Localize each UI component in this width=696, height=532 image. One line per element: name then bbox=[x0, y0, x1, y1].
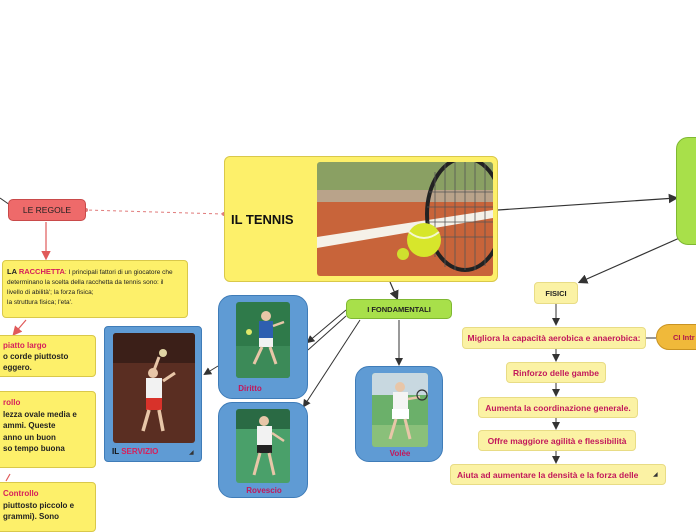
rovescio-photo bbox=[236, 409, 290, 483]
racchetta-line4: la struttura fisica; l'eta'. bbox=[7, 299, 73, 306]
left-box-1-line1: o corde piuttosto bbox=[3, 352, 69, 361]
racchetta-node[interactable]: LA RACCHETTA: I principali fattori di un… bbox=[2, 260, 188, 318]
diritto-node[interactable]: Diritto bbox=[218, 295, 308, 399]
left-box-2-line2: ammi. Queste bbox=[3, 421, 56, 430]
fisici-item-2[interactable]: Rinforzo delle gambe bbox=[506, 362, 606, 383]
left-box-3-line2: grammi). Sono bbox=[3, 512, 60, 521]
left-box-3-title: Controllo bbox=[3, 489, 39, 498]
racchetta-line1: : I principali fattori di un giocatore c… bbox=[64, 269, 173, 276]
fisici-item-3[interactable]: Aumenta la coordinazione generale. bbox=[478, 397, 638, 418]
right-green-node[interactable] bbox=[676, 137, 696, 245]
fisici-label: FISICI bbox=[545, 289, 567, 298]
left-box-2-line4: so tempo buona bbox=[3, 444, 65, 453]
volee-node[interactable]: Volèe bbox=[355, 366, 443, 462]
fondamentali-label: I FONDAMENTALI bbox=[367, 305, 431, 314]
left-box-2-line1: lezza ovale media e bbox=[3, 409, 77, 419]
fisici-node[interactable]: FISICI bbox=[534, 282, 578, 304]
left-box-1-line2: eggero. bbox=[3, 363, 32, 372]
ci-node[interactable]: CI Intr bbox=[656, 324, 696, 350]
central-title: IL TENNIS bbox=[231, 212, 294, 227]
servizio-node[interactable]: IL SERVIZIO ◢ bbox=[104, 326, 202, 462]
rovescio-caption: Rovescio bbox=[246, 486, 282, 495]
fisici-item-5-label: Aiuta ad aumentare la densità e la forza… bbox=[457, 470, 639, 480]
fisici-item-4[interactable]: Offre maggiore agilità e flessibilità bbox=[478, 430, 636, 451]
left-box-2[interactable]: rollo lezza ovale media e ammi. Queste a… bbox=[0, 391, 96, 468]
servizio-photo bbox=[113, 333, 195, 443]
diritto-photo bbox=[236, 302, 290, 378]
left-box-1-title: piatto largo bbox=[3, 341, 47, 350]
left-box-3-line1: piuttosto piccolo e bbox=[3, 500, 75, 510]
left-box-1[interactable]: piatto largo o corde piuttosto eggero. bbox=[0, 335, 96, 377]
left-box-3[interactable]: Controllo piuttosto piccolo e grammi). S… bbox=[0, 482, 96, 532]
fisici-item-5-expand-icon[interactable]: ◢ bbox=[653, 472, 658, 478]
regole-node[interactable]: LE REGOLE bbox=[8, 199, 86, 221]
diritto-caption: Diritto bbox=[238, 384, 262, 393]
tennis-ball-photo bbox=[317, 162, 493, 276]
servizio-prefix: IL bbox=[112, 447, 119, 456]
racchetta-line3: livello di abilità'; la forza fisica; bbox=[7, 289, 94, 296]
rovescio-node[interactable]: Rovescio bbox=[218, 402, 308, 498]
servizio-highlight: SERVIZIO bbox=[121, 447, 159, 456]
fisici-item-4-label: Offre maggiore agilità e flessibilità bbox=[487, 436, 627, 446]
fondamentali-node[interactable]: I FONDAMENTALI bbox=[346, 299, 452, 319]
fisici-item-1[interactable]: Migliora la capacità aerobica e anaerobi… bbox=[462, 327, 646, 349]
racchetta-highlight: RACCHETTA bbox=[18, 267, 65, 276]
racchetta-prefix: LA bbox=[7, 267, 17, 276]
servizio-expand-icon[interactable]: ◢ bbox=[189, 450, 194, 456]
servizio-label: IL SERVIZIO bbox=[112, 447, 158, 456]
regole-label: LE REGOLE bbox=[22, 205, 72, 215]
fisici-item-2-label: Rinforzo delle gambe bbox=[513, 368, 599, 378]
central-node[interactable]: IL TENNIS bbox=[224, 156, 498, 282]
ci-label: CI Intr bbox=[673, 333, 695, 342]
left-box-2-title: rollo bbox=[3, 398, 21, 407]
connector-lines bbox=[0, 193, 685, 482]
fisici-item-1-label: Migliora la capacità aerobica e anaerobi… bbox=[467, 333, 641, 343]
volee-photo bbox=[372, 373, 428, 447]
fisici-item-3-label: Aumenta la coordinazione generale. bbox=[485, 403, 631, 413]
racchetta-line2: determinano la scelta della racchetta da… bbox=[7, 279, 164, 286]
fisici-item-5[interactable]: Aiuta ad aumentare la densità e la forza… bbox=[450, 464, 666, 485]
left-box-2-line3: anno un buon bbox=[3, 432, 56, 442]
volee-caption: Volèe bbox=[389, 449, 411, 458]
